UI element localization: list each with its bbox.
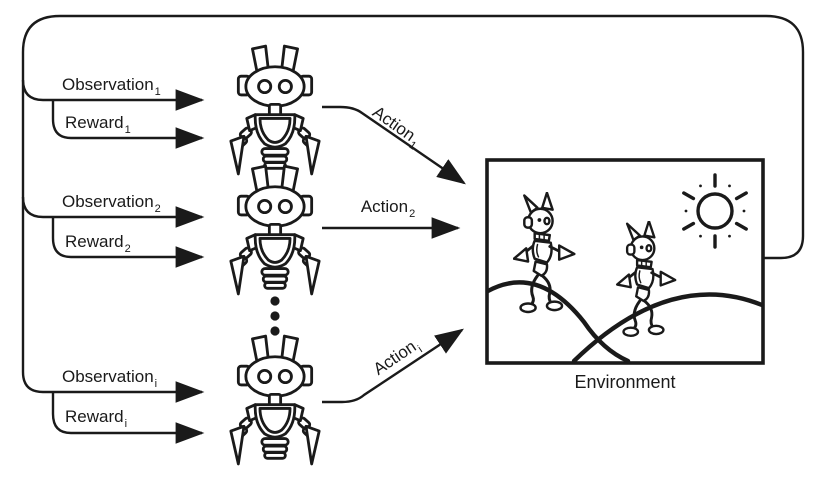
label-text: Observation [62,192,154,211]
agent-2-robot-icon [229,164,321,296]
hills [485,280,765,364]
observation-2-label: Observation2 [62,192,161,215]
action-arrow-1 [322,105,466,185]
label-text: Reward [65,232,124,251]
label-text: Reward [65,113,124,132]
reward-i-label: Rewardi [65,407,128,430]
agent-1-robot-icon [229,44,321,176]
reward-arrow-i [51,392,205,444]
action-2-label: Action2 [336,197,440,220]
label-text: Reward [65,407,124,426]
reward-arrow-2 [51,217,205,268]
environment-label: Environment [574,372,676,392]
reward-2-label: Reward2 [65,232,131,255]
agent-i-robot-icon [229,334,321,466]
label-subscript: 2 [154,203,161,215]
label-text: Observation [62,367,154,386]
reward-arrow-1 [51,100,205,149]
reward-1-label: Reward1 [65,113,131,136]
observation-arrow-2 [21,196,205,228]
label-subscript: 2 [124,243,131,255]
label-text: Action [360,197,409,216]
sun-icon [682,173,748,249]
label-subscript: i [154,378,158,390]
label-subscript: 1 [154,86,161,98]
feedback-loop-path [21,14,805,372]
label-subscript: 2 [409,208,416,220]
label-subscript: i [124,418,128,430]
observation-arrow-1 [21,79,205,111]
observation-1-label: Observation1 [62,75,161,98]
label-text: Observation [62,75,154,94]
action-arrow-i [322,328,465,404]
vertical-ellipsis-icon [270,296,280,336]
observation-i-label: Observationi [62,367,158,390]
environment-box [485,158,765,365]
observation-arrow-i [21,371,205,403]
label-subscript: 1 [124,124,131,136]
